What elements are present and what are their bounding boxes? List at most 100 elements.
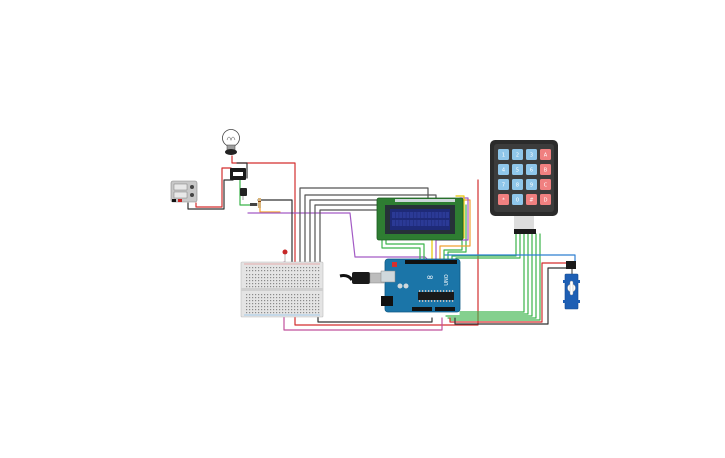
wire-keypad-green-7[interactable]	[449, 233, 541, 321]
breadboard-hole	[294, 297, 296, 299]
breadboard[interactable]	[240, 261, 324, 318]
keypad-key-cap	[512, 179, 523, 190]
keypad-key[interactable]: *	[498, 194, 509, 205]
breadboard-hole	[270, 303, 272, 305]
power-supply-knob-bottom[interactable]	[190, 193, 194, 197]
lcd-cell	[406, 220, 410, 226]
breadboard-hole	[297, 274, 299, 276]
led[interactable]	[282, 249, 288, 263]
lcd-display[interactable]	[376, 197, 464, 241]
lcd-cell	[442, 220, 446, 226]
wire-bb-black-bottom[interactable]	[317, 315, 433, 323]
breadboard-hole	[279, 297, 281, 299]
wire-relay-orange[interactable]	[251, 204, 281, 213]
breadboard-hole	[255, 312, 257, 314]
breadboard-hole	[318, 267, 320, 269]
breadboard-hole	[276, 274, 278, 276]
keypad-key[interactable]: A	[540, 149, 551, 160]
wire-bb-gray-5[interactable]	[319, 209, 379, 263]
wire-servo-blue[interactable]	[444, 254, 576, 267]
arduino-reset-button[interactable]	[392, 262, 397, 267]
breadboard-hole	[273, 280, 275, 282]
breadboard-hole	[312, 280, 314, 282]
wire-bb-gray-2[interactable]	[304, 194, 437, 263]
keypad-key[interactable]: 7	[498, 179, 509, 190]
keypad-key[interactable]: 0	[512, 194, 523, 205]
power-supply-knob-top[interactable]	[190, 185, 194, 189]
breadboard-hole	[285, 309, 287, 311]
keypad-key[interactable]: 3	[526, 149, 537, 160]
bulb-filament	[226, 136, 236, 141]
breadboard-hole	[276, 309, 278, 311]
wire-lcd-green-4[interactable]	[447, 204, 467, 263]
wire-lcd-purple[interactable]	[435, 197, 469, 263]
breadboard-hole	[270, 277, 272, 279]
breadboard-hole	[318, 300, 320, 302]
wire-bulb-black[interactable]	[236, 162, 248, 179]
wire-supply-black[interactable]	[187, 179, 234, 210]
keypad-key[interactable]: B	[540, 164, 551, 175]
resistor-body	[258, 198, 261, 208]
keypad-key[interactable]: D	[540, 194, 551, 205]
usb-cable[interactable]	[339, 272, 385, 284]
keypad-key[interactable]: 5	[512, 164, 523, 175]
wire-keypad-green-6[interactable]	[447, 233, 537, 319]
keypad-key[interactable]: 6	[526, 164, 537, 175]
relay[interactable]	[230, 168, 246, 180]
breadboard-hole	[264, 283, 266, 285]
breadboard-hole	[273, 294, 275, 296]
lcd-cell	[438, 212, 442, 218]
wire-lcd-yellow[interactable]	[431, 195, 465, 263]
wire-relay-black[interactable]	[257, 199, 293, 263]
breadboard-hole	[258, 300, 260, 302]
wire-bb-gray-3[interactable]	[309, 199, 381, 263]
breadboard-hole	[270, 267, 272, 269]
light-bulb[interactable]	[222, 129, 240, 156]
wire-bb-red-bottom[interactable]	[294, 179, 479, 326]
breadboard-hole	[297, 283, 299, 285]
wire-keypad-green-4[interactable]	[459, 233, 529, 315]
wire-bulb-red[interactable]	[231, 155, 296, 321]
arduino-uno[interactable]: ∞ UNO	[380, 258, 461, 313]
wire-bb-gray-4[interactable]	[314, 204, 381, 263]
servo-motor[interactable]	[563, 261, 580, 310]
breadboard-hole	[285, 277, 287, 279]
breadboard-hole	[297, 270, 299, 272]
wire-servo-black[interactable]	[454, 267, 573, 325]
breadboard-hole	[285, 303, 287, 305]
wire-relay-green[interactable]	[239, 179, 253, 206]
breadboard-hole	[294, 277, 296, 279]
keypad-key[interactable]: 4	[498, 164, 509, 175]
resistor[interactable]	[258, 198, 261, 208]
breadboard-hole	[252, 294, 254, 296]
wire-keypad-green-3[interactable]	[459, 233, 525, 313]
keypad-key[interactable]: 8	[512, 179, 523, 190]
transistor[interactable]	[240, 188, 247, 200]
breadboard-hole	[246, 294, 248, 296]
keypad-key[interactable]: 2	[512, 149, 523, 160]
power-supply[interactable]	[170, 180, 198, 203]
lcd-cell	[410, 212, 413, 218]
keypad-key[interactable]: C	[540, 179, 551, 190]
wire-keypad-green-5[interactable]	[445, 233, 533, 317]
breadboard-hole	[270, 274, 272, 276]
breadboard-hole	[300, 283, 302, 285]
breadboard-hole	[315, 306, 317, 308]
wire-bb-gray-1[interactable]	[299, 187, 429, 263]
chip-pin	[425, 290, 427, 292]
breadboard-hole	[261, 280, 263, 282]
wire-lcd-orange[interactable]	[439, 199, 471, 263]
servo-horn-arm[interactable]	[569, 280, 574, 296]
keypad-key[interactable]: 9	[526, 179, 537, 190]
wire-servo-red[interactable]	[449, 262, 571, 323]
breadboard-hole	[288, 283, 290, 285]
breadboard-hole	[288, 294, 290, 296]
keypad-key[interactable]: 1	[498, 149, 509, 160]
wire-supply-red[interactable]	[195, 167, 232, 208]
breadboard-hole	[297, 309, 299, 311]
breadboard-hole	[282, 303, 284, 305]
keypad-key[interactable]: #	[526, 194, 537, 205]
